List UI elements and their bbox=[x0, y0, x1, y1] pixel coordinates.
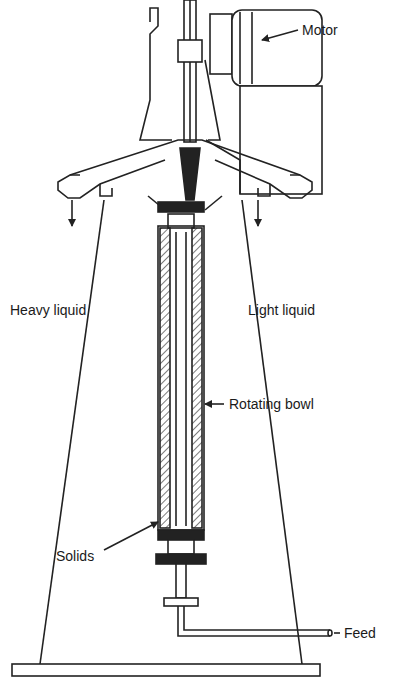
part-label: Solids bbox=[56, 548, 94, 565]
part-label: Rotating bowl bbox=[229, 396, 314, 413]
outlet-label: Heavy liquid bbox=[10, 302, 86, 319]
outlet-label: Light liquid bbox=[248, 302, 315, 319]
part-label: Motor bbox=[302, 22, 338, 39]
inlet-label: Feed bbox=[344, 625, 376, 642]
